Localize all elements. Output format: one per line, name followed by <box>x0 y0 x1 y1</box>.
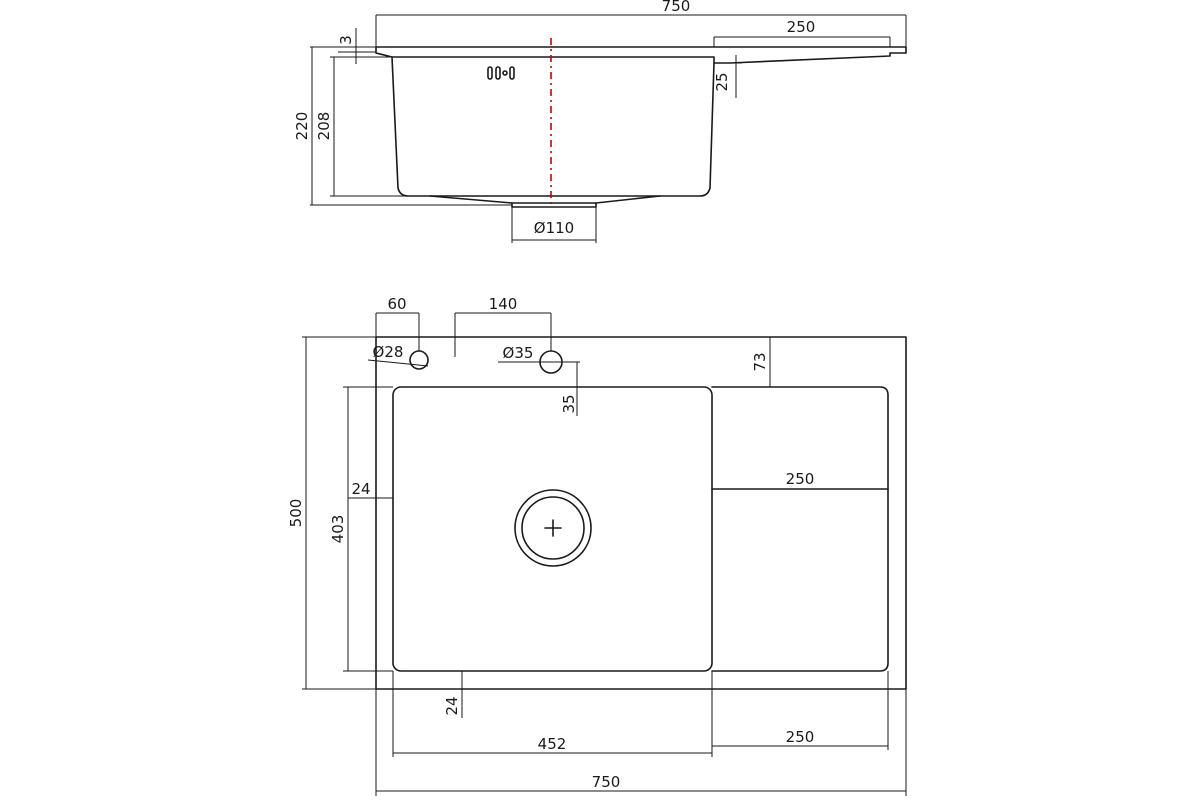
top-view-bowl <box>392 386 713 672</box>
dimension-side-total-depth: 220 <box>293 46 512 206</box>
dimension-top-drainboard-bottom: 250 <box>712 671 889 750</box>
dimension-side-outlet-label: Ø110 <box>534 219 574 237</box>
dimension-top-back-margin: 73 <box>751 337 771 387</box>
dimension-side-step-label: 25 <box>713 72 731 91</box>
top-view-drainboard <box>711 386 889 672</box>
dimension-side-drainboard: 250 <box>713 18 891 47</box>
dimension-top-hole1-offset-label: 60 <box>387 295 406 313</box>
side-view-bowl-outline <box>391 56 715 197</box>
dimension-top-bowl-length-label: 403 <box>329 515 347 544</box>
dimension-side-bowl-depth-label: 208 <box>315 112 333 141</box>
dimension-side-outlet: Ø110 <box>511 207 597 243</box>
dimension-top-hole-to-bowl: 35 <box>560 361 580 416</box>
dimension-side-width-total: 750 <box>375 0 907 47</box>
dimension-top-bowl-length: 403 <box>329 386 393 672</box>
side-view-bowl-bottom-slope <box>429 195 661 204</box>
dimension-top-bowl-width-label: 452 <box>538 735 567 753</box>
dimension-side-width-total-label: 750 <box>662 0 691 15</box>
dimension-top-hole1-offset: 60 <box>375 295 420 351</box>
dimension-top-hole2-diameter: Ø35 <box>498 344 562 363</box>
top-view: 60 140 Ø28 Ø35 73 35 <box>287 295 907 796</box>
dimension-side-total-depth-label: 220 <box>293 112 311 141</box>
dimension-top-front-margin: 24 <box>443 670 472 718</box>
dimension-top-hole1-diameter-label: Ø28 <box>373 343 404 361</box>
dimension-top-drainboard: 250 <box>712 470 888 490</box>
dimension-top-side-margin-label: 24 <box>351 480 370 498</box>
dimension-top-drainboard-label: 250 <box>786 470 815 488</box>
tap-hole-small <box>409 350 429 370</box>
dimension-side-drainboard-label: 250 <box>787 18 816 36</box>
side-view: 750 250 25 3 220 <box>293 0 907 243</box>
dimension-top-bowl-width: 452 <box>392 671 713 757</box>
dimension-top-total-length: 500 <box>287 336 376 690</box>
top-view-outer-deck <box>375 336 907 690</box>
dimension-side-bowl-depth: 208 <box>315 56 408 197</box>
dimension-top-hole2-offset: 140 <box>454 295 552 357</box>
dimension-top-hole-to-bowl-label: 35 <box>560 394 578 413</box>
dimension-top-drainboard-bottom-label: 250 <box>786 728 815 746</box>
dimension-top-width-total-label: 750 <box>592 773 621 791</box>
dimension-side-thickness: 3 <box>337 28 376 64</box>
dimension-top-front-margin-label: 24 <box>443 696 461 715</box>
dimension-top-hole2-offset-label: 140 <box>489 295 518 313</box>
overflow-slot-icon <box>487 66 515 80</box>
dimension-top-back-margin-label: 73 <box>751 352 769 371</box>
dimension-top-hole1-diameter: Ø28 <box>367 343 429 367</box>
dimension-side-thickness-label: 3 <box>337 35 355 45</box>
dimension-top-total-length-label: 500 <box>287 499 305 528</box>
dimension-top-side-margin: 24 <box>348 480 393 499</box>
dimension-top-hole2-diameter-label: Ø35 <box>503 344 534 362</box>
dimension-top-width-total: 750 <box>375 689 907 796</box>
dimension-side-step: 25 <box>713 55 742 98</box>
drain-strainer-icon <box>514 489 592 567</box>
side-view-top-plate <box>375 46 907 64</box>
